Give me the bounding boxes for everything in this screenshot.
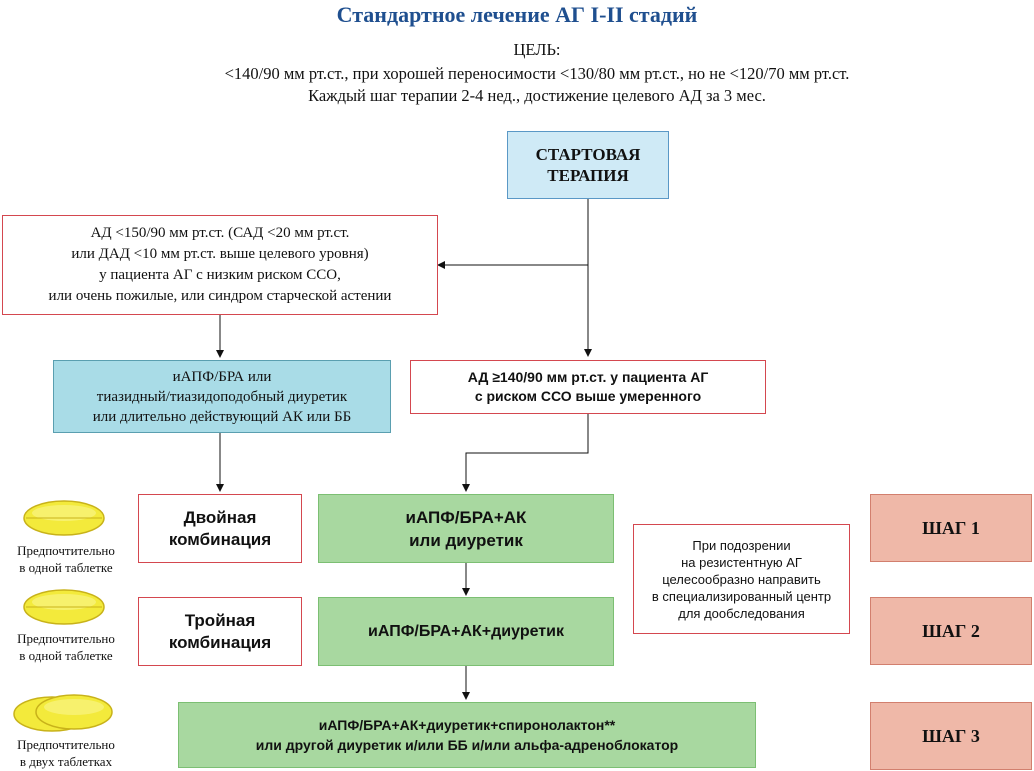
step3-line-2: или другой диуретик и/или ББ и/или альфа… [255, 737, 679, 753]
dual-line-2: комбинация [168, 529, 272, 549]
pill-label-two: Предпочтительно в двух таблетках [0, 736, 132, 770]
dual-line-1: Двойная [183, 507, 257, 527]
pill-icon-two [13, 694, 113, 732]
pill-icon-one-a [23, 500, 105, 536]
resistant-line-4: в специализированный центр [651, 588, 832, 604]
pill-label-two-line-1: Предпочтительно [17, 737, 115, 752]
pill-label-two-line-2: в двух таблетках [19, 754, 113, 769]
step1-line-2: или диуретик [409, 530, 523, 550]
triple-line-1: Тройная [184, 610, 256, 630]
high-risk-line-2: с риском ССО выше умеренного [474, 388, 702, 404]
start-therapy-box: СТАРТОВАЯ ТЕРАПИЯ [507, 131, 669, 199]
pill-label-one-a-line-2: в одной таблетке [19, 560, 113, 575]
low-risk-line-4: или очень пожилые, или синдром старческо… [48, 288, 392, 304]
triple-line-2: комбинация [168, 632, 272, 652]
resistant-line-3: целесообразно направить [662, 571, 821, 587]
start-therapy-line-2: ТЕРАПИЯ [547, 166, 629, 185]
resistant-line-2: на резистентную АГ [681, 554, 802, 570]
pill-label-one-b-line-2: в одной таблетке [19, 648, 113, 663]
step1-line-1: иАПФ/БРА+АК [405, 507, 527, 527]
resistant-line-5: для дообследования [678, 605, 805, 621]
mono-line-1: иАПФ/БРА или [172, 368, 272, 385]
pill-label-one-b: Предпочтительно в одной таблетке [0, 630, 132, 664]
pill-icon-one-b [23, 589, 105, 625]
high-risk-box: АД ≥140/90 мм рт.ст. у пациента АГ с рис… [410, 360, 766, 414]
step2-label: ШАГ 2 [870, 597, 1032, 665]
resistant-note-box: При подозрении на резистентную АГ целесо… [633, 524, 850, 634]
step3-treatment-box: иАПФ/БРА+АК+диуретик+спиронолактон** или… [178, 702, 756, 768]
step3-line-1: иАПФ/БРА+АК+диуретик+спиронолактон** [318, 717, 616, 733]
step3-label: ШАГ 3 [870, 702, 1032, 770]
goal-line-2: Каждый шаг терапии 2-4 нед., достижение … [308, 86, 766, 105]
low-risk-box: АД <150/90 мм рт.ст. (САД <20 мм рт.ст. … [2, 215, 438, 315]
mono-line-3: или длительно действующий АК или ББ [92, 408, 352, 425]
mono-line-2: тиазидный/тиазидоподобный диуретик [96, 388, 348, 405]
pill-label-one-a-line-1: Предпочтительно [17, 543, 115, 558]
low-risk-line-1: АД <150/90 мм рт.ст. (САД <20 мм рт.ст. [90, 225, 350, 241]
low-risk-line-2: или ДАД <10 мм рт.ст. выше целевого уров… [71, 246, 369, 262]
step1-label: ШАГ 1 [870, 494, 1032, 562]
high-risk-line-1: АД ≥140/90 мм рт.ст. у пациента АГ [467, 369, 709, 385]
resistant-line-1: При подозрении [692, 537, 791, 553]
dual-combination-label: Двойная комбинация [138, 494, 302, 563]
low-risk-line-3: у пациента АГ с низким риском ССО, [99, 267, 341, 283]
goal-label: ЦЕЛЬ: [513, 40, 561, 59]
monotherapy-box: иАПФ/БРА или тиазидный/тиазидоподобный д… [53, 360, 391, 433]
pill-label-one-a: Предпочтительно в одной таблетке [0, 542, 132, 576]
step2-treatment-box: иАПФ/БРА+АК+диуретик [318, 597, 614, 666]
step1-treatment-box: иАПФ/БРА+АК или диуретик [318, 494, 614, 563]
step2-line-1: иАПФ/БРА+АК+диуретик [368, 622, 564, 640]
pill-label-one-b-line-1: Предпочтительно [17, 631, 115, 646]
triple-combination-label: Тройная комбинация [138, 597, 302, 666]
arrow-high-risk-to-step1 [462, 414, 589, 492]
page-title: Стандартное лечение АГ I-II стадий [336, 2, 698, 27]
goal-line-1: <140/90 мм рт.ст., при хорошей переносим… [224, 64, 850, 83]
start-therapy-line-1: СТАРТОВАЯ [535, 145, 641, 164]
